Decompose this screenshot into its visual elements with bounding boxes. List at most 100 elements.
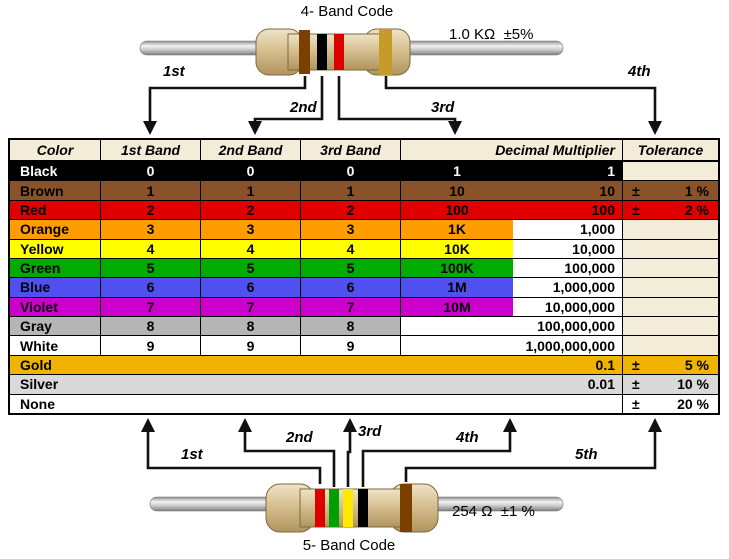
arrow-label-3rd-top: 3rd — [431, 99, 455, 116]
color-name-cell: Yellow — [10, 238, 100, 258]
arrowhead-icon — [648, 418, 662, 432]
tolerance-sign: ± — [632, 395, 640, 412]
header-decimal-multiplier: Decimal Multiplier — [400, 140, 622, 161]
band-value-cell: 5 — [200, 257, 300, 278]
arrow-label-4th-bottom: 4th — [456, 429, 479, 446]
tolerance-cell — [622, 219, 718, 239]
tolerance-sign: ± — [632, 357, 640, 374]
arrowhead-icon — [141, 418, 155, 432]
header-2nd-band: 2nd Band — [200, 140, 300, 161]
tolerance-value: 5 % — [684, 357, 709, 374]
multiplier-long: 1 — [513, 162, 622, 181]
arrowhead-icon — [248, 121, 262, 135]
color-name-cell: Red — [10, 199, 100, 220]
tolerance-cell: ±10 % — [622, 374, 718, 394]
arrow-1st — [148, 76, 307, 122]
band-value-cell: 4 — [100, 238, 200, 258]
color-name-cell: Silver — [10, 374, 100, 394]
color-name-cell: Gold — [10, 354, 100, 375]
tolerance-cell — [622, 296, 718, 317]
top-arrows — [143, 76, 662, 135]
multiplier-long: 10,000 — [513, 239, 622, 258]
color-name-cell: Brown — [10, 180, 100, 200]
tolerance-value: 2 % — [684, 201, 709, 218]
band-value-cell: 6 — [100, 277, 200, 297]
color-name-cell: None — [10, 393, 100, 413]
multiplier-short: 1K — [401, 220, 513, 239]
row-span-cell: 0.01 — [100, 374, 622, 394]
multiplier-short: 100 — [401, 200, 513, 220]
multiplier-long: 1,000,000,000 — [513, 336, 622, 355]
band-value-cell: 6 — [200, 277, 300, 297]
arrow-label-2nd-top: 2nd — [290, 99, 317, 116]
color-name-cell: Orange — [10, 219, 100, 239]
arrow-4th — [361, 432, 512, 487]
band-value-cell: 1 — [300, 180, 400, 200]
multiplier-cell: 1,000,000,000 — [400, 335, 622, 355]
row-span-cell: 0.1 — [100, 354, 622, 375]
resistor-body — [287, 33, 381, 71]
multiplier-long: 1,000 — [513, 220, 622, 239]
arrow-label-4th-top: 4th — [628, 63, 651, 80]
header-3rd-band: 3rd Band — [300, 140, 400, 161]
band-value-cell: 5 — [100, 257, 200, 278]
band-value-cell: 1 — [100, 180, 200, 200]
band-yellow-icon — [343, 489, 353, 527]
band-value-cell: 7 — [100, 296, 200, 317]
multiplier-long: 100,000,000 — [513, 317, 622, 336]
band-black-icon — [317, 34, 327, 70]
band-value-cell: 6 — [300, 277, 400, 297]
arrow-5th — [404, 432, 657, 482]
arrow-label-1st-bottom: 1st — [181, 446, 203, 463]
band-value-cell: 0 — [200, 161, 300, 181]
arrow-label-5th-bottom: 5th — [575, 446, 598, 463]
arrowhead-icon — [143, 121, 157, 135]
resistor-body-cap — [389, 483, 439, 533]
multiplier-short: 1 — [401, 162, 513, 181]
tolerance-sign: ± — [632, 376, 640, 393]
five-band-value: 254 Ω ±1 % — [452, 503, 535, 520]
band-brown-icon — [400, 484, 412, 532]
band-black-icon — [358, 489, 368, 527]
band-value-cell: 1 — [200, 180, 300, 200]
color-name-cell: Green — [10, 257, 100, 278]
color-code-table: Color 1st Band 2nd Band 3rd Band Decimal… — [8, 138, 720, 415]
arrow-label-2nd-bottom: 2nd — [286, 429, 313, 446]
resistor-body-cap — [265, 483, 315, 533]
header-tolerance: Tolerance — [622, 140, 718, 161]
arrowhead-icon — [238, 418, 252, 432]
tolerance-cell: ±1 % — [622, 180, 718, 200]
multiplier-short: 1M — [401, 278, 513, 297]
arrow-4th — [384, 76, 657, 122]
lead-wire — [139, 40, 564, 56]
arrow-label-3rd-bottom: 3rd — [358, 423, 382, 440]
tolerance-cell: ±20 % — [622, 393, 718, 413]
band-value-cell: 9 — [100, 335, 200, 355]
band-value-cell: 2 — [100, 199, 200, 220]
arrowhead-icon — [343, 418, 357, 432]
multiplier-long: 1,000,000 — [513, 278, 622, 297]
multiplier-long: 10,000,000 — [513, 297, 622, 317]
resistor-body-cap — [255, 28, 303, 76]
tolerance-value: 10 % — [677, 376, 709, 393]
band-value-cell: 2 — [200, 199, 300, 220]
tolerance-sign: ± — [632, 201, 640, 218]
band-value-cell: 8 — [100, 316, 200, 336]
arrowhead-icon — [448, 121, 462, 135]
band-value-cell: 8 — [300, 316, 400, 336]
band-value-cell: 2 — [300, 199, 400, 220]
arrowhead-icon — [648, 121, 662, 135]
band-value-cell: 9 — [200, 335, 300, 355]
four-band-value: 1.0 KΩ ±5% — [449, 26, 534, 43]
multiplier-short: 10M — [401, 297, 513, 317]
band-value-cell: 0 — [100, 161, 200, 181]
multiplier-long: 100 — [513, 200, 622, 220]
multiplier-short: 10K — [401, 239, 513, 258]
color-name-cell: Blue — [10, 277, 100, 297]
band-value-cell: 7 — [300, 296, 400, 317]
